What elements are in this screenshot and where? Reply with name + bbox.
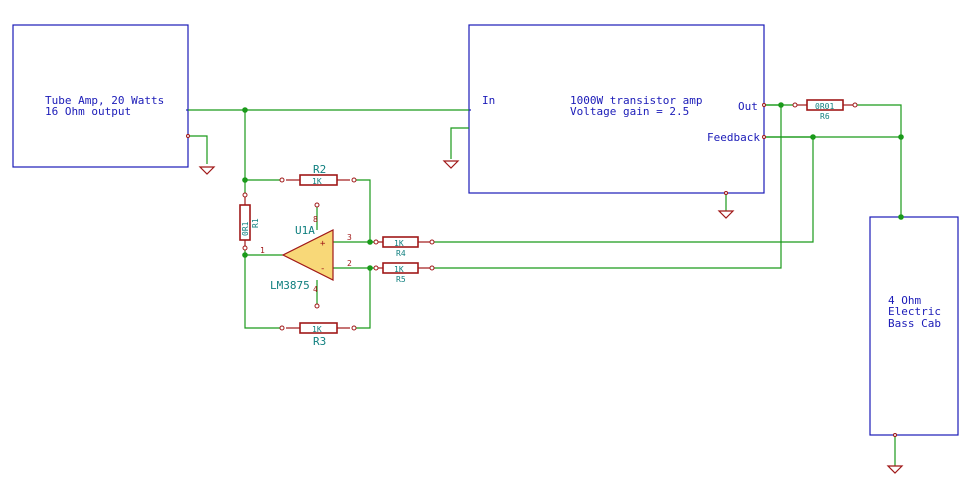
junction-dot bbox=[367, 265, 373, 271]
resistor-r3[interactable]: 1K R3 bbox=[279, 322, 357, 348]
r6-value: 0R01 bbox=[815, 102, 834, 111]
r5-value: 1K bbox=[394, 265, 404, 274]
tube-amp-title: Tube Amp, 20 Watts bbox=[45, 94, 164, 107]
opamp-u1a[interactable]: + - 1 3 2 8 4 U1A LM3875 bbox=[260, 202, 352, 309]
r3-value: 1K bbox=[312, 325, 322, 334]
transistor-amp-subtitle: Voltage gain = 2.5 bbox=[570, 105, 689, 118]
r1-value: 0R1 bbox=[241, 221, 250, 236]
opamp-plus-sign: + bbox=[320, 239, 326, 249]
r5-ref: R5 bbox=[396, 275, 406, 284]
amp-out-pin bbox=[762, 103, 766, 107]
resistor-r5[interactable]: 1K R5 bbox=[373, 262, 435, 284]
resistor-r1[interactable]: 0R1 R1 bbox=[239, 192, 260, 251]
amp-out-pin-label: Out bbox=[738, 100, 758, 113]
wires bbox=[188, 104, 902, 466]
opamp-symbol bbox=[281, 229, 334, 281]
resistor-r6[interactable]: 0R01 R6 bbox=[792, 99, 858, 121]
r6-ref: R6 bbox=[820, 112, 830, 121]
junction-dot bbox=[778, 102, 784, 108]
tube-amp-gnd-pin bbox=[186, 134, 190, 138]
resistor-r4[interactable]: 1K R4 bbox=[373, 236, 435, 258]
junctions bbox=[242, 102, 904, 271]
opamp-pin-vminus: 4 bbox=[313, 285, 318, 294]
r1-ref: R1 bbox=[251, 218, 260, 228]
cab-line1: 4 Ohm bbox=[888, 294, 921, 307]
amp-feedback-pin bbox=[762, 135, 766, 139]
bass-cab-block[interactable] bbox=[869, 216, 959, 436]
junction-dot bbox=[242, 252, 248, 258]
transistor-amp-title: 1000W transistor amp bbox=[570, 94, 702, 107]
opamp-pin-vplus: 8 bbox=[313, 215, 318, 224]
transistor-amp-block[interactable] bbox=[468, 24, 765, 194]
ground-symbol bbox=[442, 160, 460, 169]
cab-line3: Bass Cab bbox=[888, 317, 941, 330]
cab-line2: Electric bbox=[888, 305, 941, 318]
ground-symbol bbox=[717, 210, 735, 219]
tube-amp-subtitle: 16 Ohm output bbox=[45, 105, 131, 118]
cab-gnd-pin bbox=[893, 433, 897, 437]
ground-symbol bbox=[886, 465, 904, 474]
junction-dot bbox=[242, 177, 248, 183]
r4-value: 1K bbox=[394, 239, 404, 248]
opamp-ref: U1A bbox=[295, 224, 315, 237]
opamp-pin-inv: 2 bbox=[347, 259, 352, 268]
r4-ref: R4 bbox=[396, 249, 406, 258]
opamp-value: LM3875 bbox=[270, 279, 310, 292]
tube-amp-block[interactable] bbox=[12, 24, 189, 168]
junction-dot bbox=[242, 107, 248, 113]
r3-ref: R3 bbox=[313, 335, 326, 348]
r2-ref: R2 bbox=[313, 163, 326, 176]
junction-dot bbox=[810, 134, 816, 140]
junction-dot bbox=[898, 134, 904, 140]
amp-feedback-pin-label: Feedback bbox=[707, 131, 760, 144]
junction-dot bbox=[898, 214, 904, 220]
opamp-minus-sign: - bbox=[320, 264, 325, 274]
ground-symbol bbox=[198, 166, 216, 175]
junction-dot bbox=[367, 239, 373, 245]
r2-value: 1K bbox=[312, 177, 322, 186]
amp-in-pin-label: In bbox=[482, 94, 495, 107]
opamp-pin-out: 1 bbox=[260, 246, 265, 255]
resistor-r2[interactable]: R2 1K bbox=[279, 163, 357, 186]
amp-gnd-pin bbox=[724, 191, 728, 195]
opamp-pin-noninv: 3 bbox=[347, 233, 352, 242]
